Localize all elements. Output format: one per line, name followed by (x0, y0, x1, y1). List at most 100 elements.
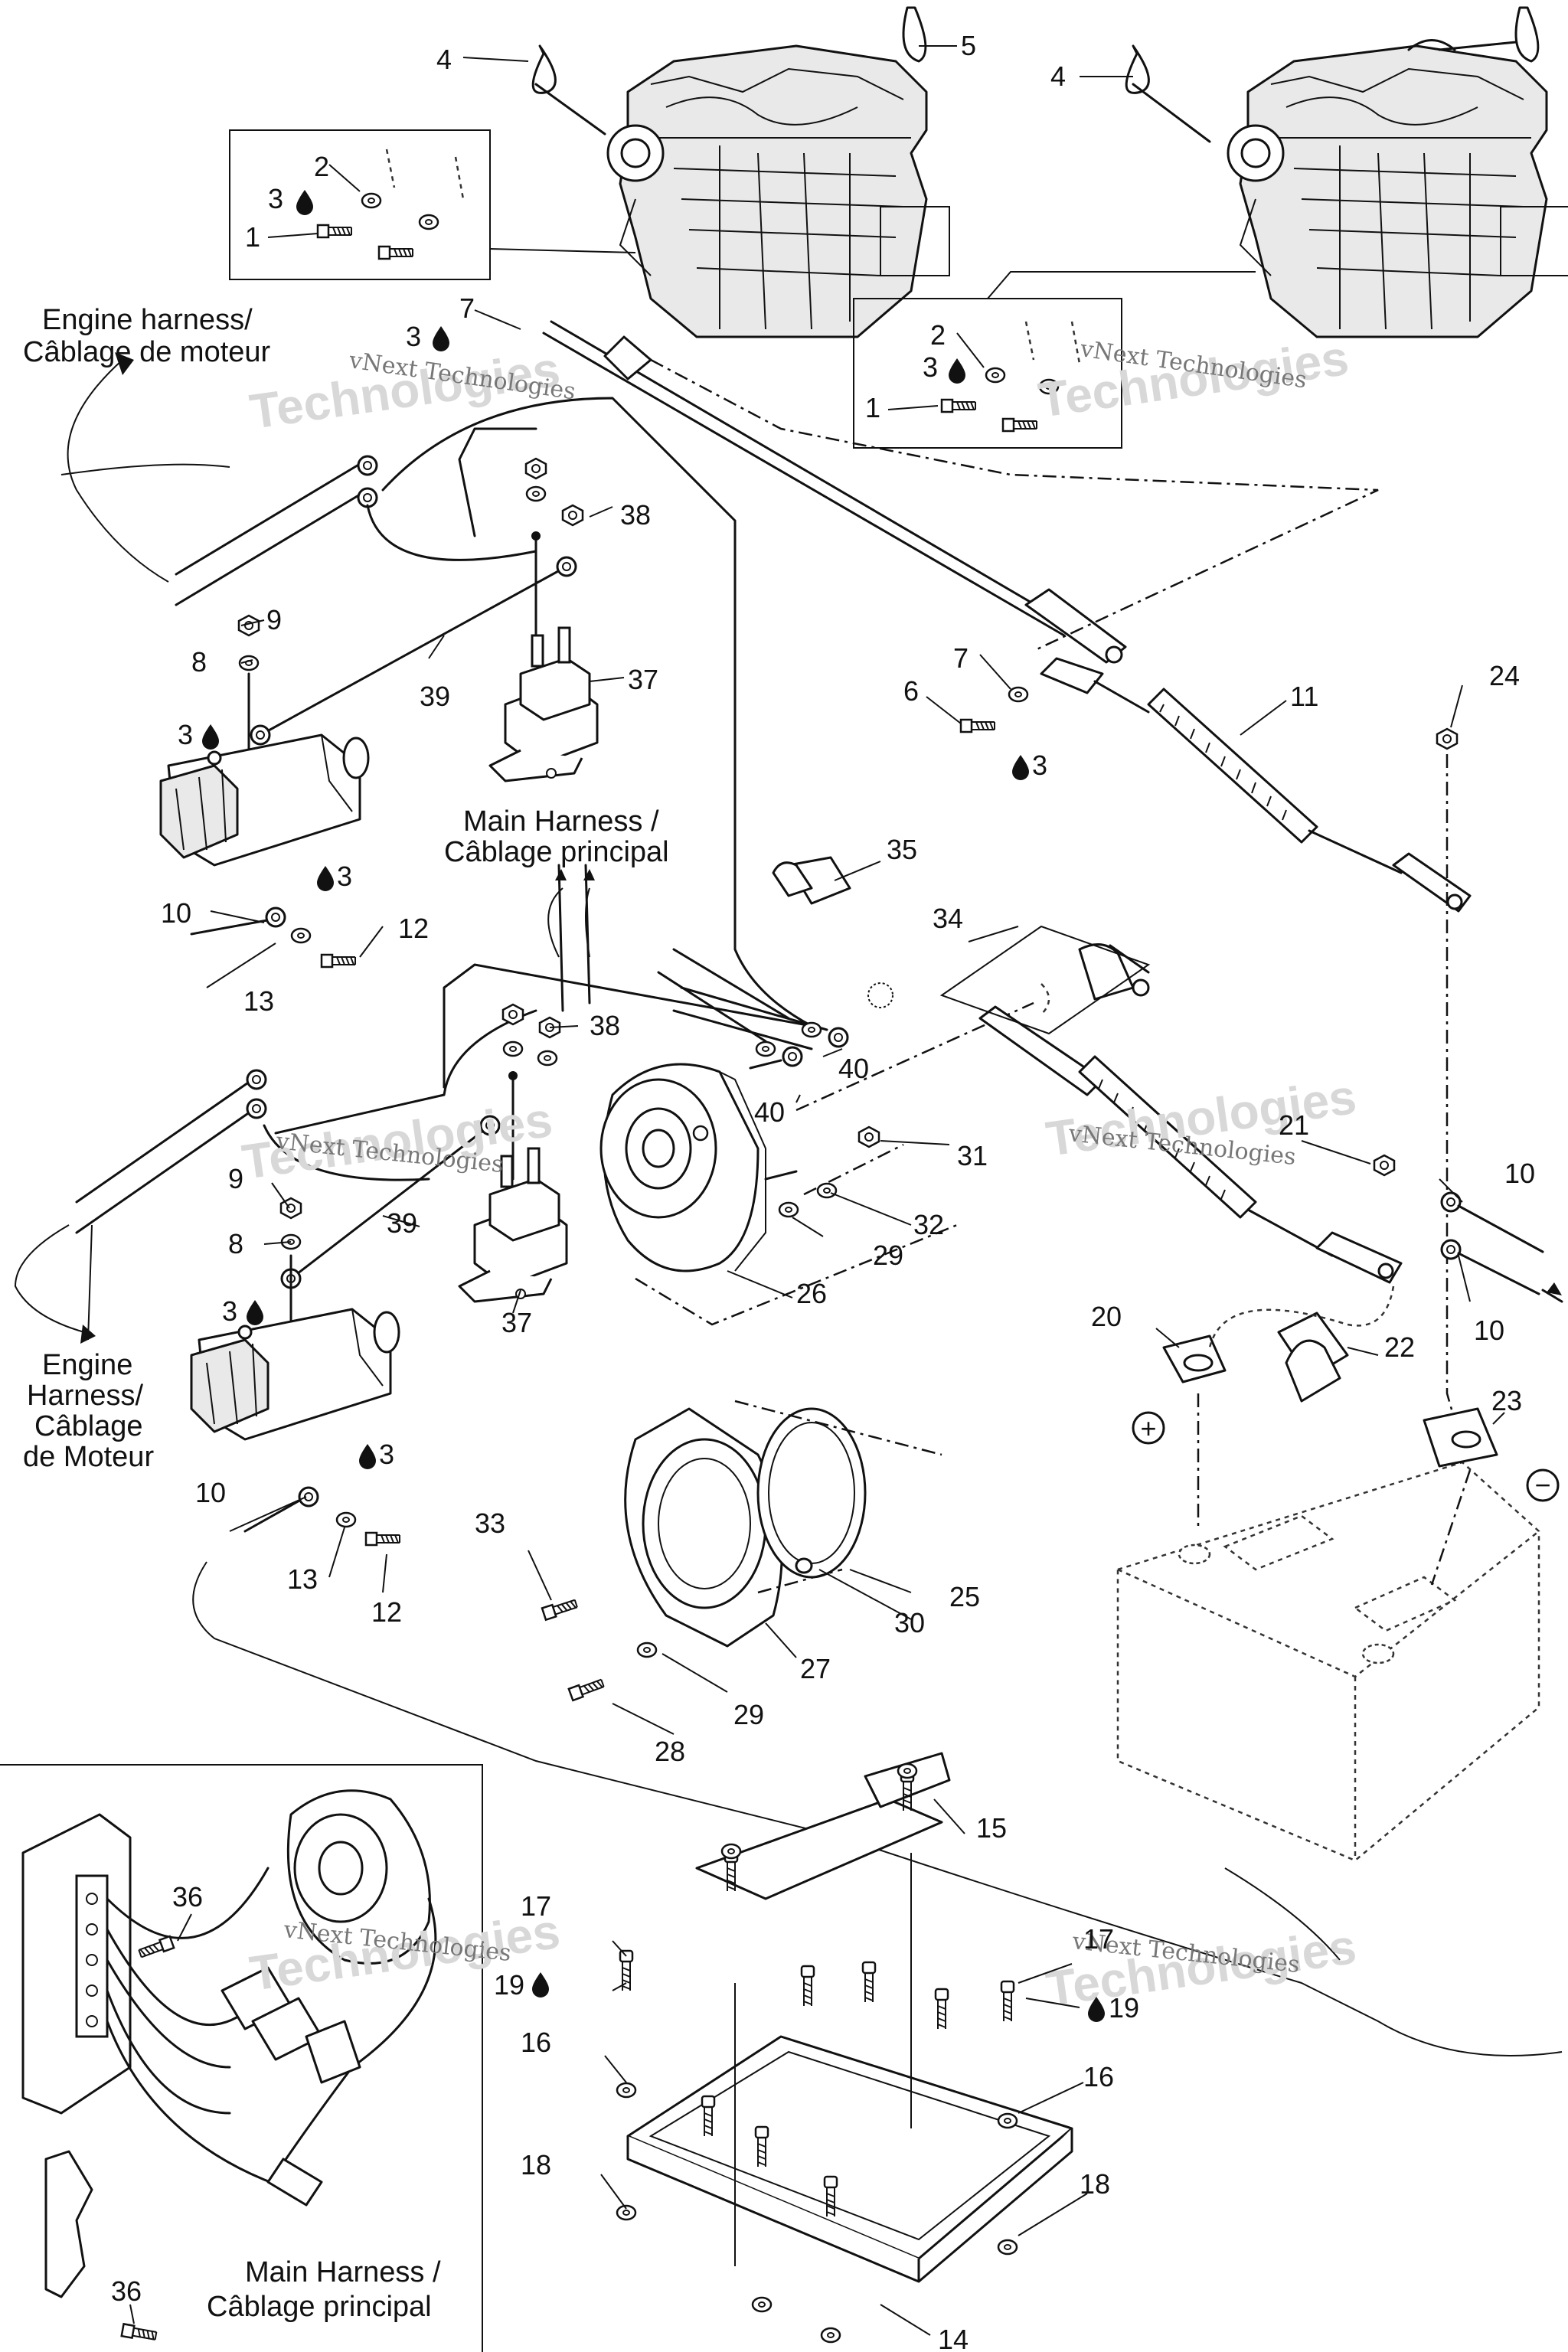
callout-39b: 39 (387, 1207, 417, 1239)
starter-system-upper (159, 397, 813, 1027)
callout-16b: 16 (1083, 2061, 1114, 2092)
callout-17a: 17 (521, 1890, 551, 1922)
callout-25: 25 (949, 1581, 980, 1612)
callout-32: 32 (913, 1209, 944, 1240)
callout-23: 23 (1491, 1385, 1522, 1416)
callout-8a: 8 (191, 646, 207, 678)
callout-36a: 36 (172, 1881, 203, 1913)
main-harness-label-mid-line1: Main Harness / (463, 805, 659, 838)
callout-numbers: 4 5 4 2 3 1 7 3 2 3 1 38 9 8 37 39 3 3 1… (111, 30, 1535, 2352)
battery-cable-34 (939, 925, 1403, 1348)
callout-10d: 10 (1474, 1315, 1504, 1346)
callout-3g: 3 (222, 1295, 237, 1327)
callout-1a: 1 (245, 221, 260, 253)
engine-harness-label-mid-line3: Câblage (34, 1410, 143, 1442)
cover-gaskets (541, 1400, 942, 1702)
callout-40b: 40 (754, 1096, 785, 1128)
callout-15: 15 (976, 1812, 1007, 1844)
callout-3h: 3 (379, 1439, 394, 1470)
ground-cable-top (542, 320, 1379, 664)
callout-29b: 29 (733, 1699, 764, 1730)
callout-19b: 19 (1109, 1992, 1139, 2024)
inset-connector-detail (0, 1764, 483, 2352)
battery-cable-11 (959, 657, 1472, 913)
callout-4b: 4 (1050, 60, 1066, 92)
engine-harness-label-top-line2: Câblage de moteur (23, 336, 271, 368)
callout-10c: 10 (1504, 1158, 1535, 1189)
engine-harness-label-top-line1: Engine harness/ (42, 304, 253, 336)
callout-3b: 3 (923, 351, 938, 383)
callout-10b: 10 (195, 1477, 226, 1508)
callout-3e: 3 (337, 861, 352, 892)
polarity-plus: + (1140, 1413, 1156, 1444)
engine-right (1227, 44, 1568, 338)
callout-14: 14 (938, 2324, 969, 2352)
callout-12b: 12 (371, 1596, 402, 1628)
callout-8b: 8 (228, 1228, 243, 1259)
engine-harness-arrows (14, 352, 595, 1344)
callout-3f: 3 (1032, 750, 1047, 781)
engine-harness-label-mid-line1: Engine (42, 1349, 132, 1381)
callout-35: 35 (887, 834, 917, 865)
callout-40a: 40 (838, 1053, 869, 1084)
engine-harness-label-mid-line2: Harness/ (27, 1380, 143, 1412)
battery (1116, 1461, 1540, 1862)
engine-left (606, 44, 951, 338)
callout-9b: 9 (228, 1163, 243, 1194)
callout-29a: 29 (873, 1240, 903, 1271)
callout-10a: 10 (161, 897, 191, 929)
callout-36b: 36 (111, 2275, 142, 2307)
callout-21: 21 (1279, 1109, 1309, 1141)
callout-13a: 13 (243, 985, 274, 1017)
callout-16a: 16 (521, 2027, 551, 2058)
battery-tray (616, 1752, 1073, 2344)
callout-38b: 38 (590, 1010, 620, 1041)
callout-4a: 4 (436, 44, 452, 75)
callout-24: 24 (1489, 660, 1520, 691)
engine-harness-label-mid-line4: de Moteur (23, 1441, 154, 1473)
main-harness-leads (557, 864, 893, 1067)
callout-3a: 3 (268, 183, 283, 214)
callout-18b: 18 (1080, 2168, 1110, 2200)
callout-11: 11 (1290, 681, 1318, 712)
callout-7b: 7 (953, 642, 969, 674)
callout-6: 6 (903, 675, 919, 707)
callout-3d: 3 (178, 719, 193, 750)
callout-28: 28 (655, 1736, 685, 1767)
callout-38a: 38 (620, 499, 651, 531)
callout-34: 34 (933, 903, 963, 934)
callout-7a: 7 (459, 292, 475, 324)
text-labels: Engine harness/ Câblage de moteur Main H… (23, 304, 669, 2323)
callout-2a: 2 (314, 151, 329, 182)
wiring-loop (60, 463, 1563, 2056)
polarity-marks: + − (1132, 1411, 1560, 1502)
callout-37b: 37 (501, 1307, 532, 1338)
callout-3c: 3 (406, 321, 421, 352)
starter-system-lower (75, 948, 813, 1547)
leader-lines (129, 45, 1505, 2336)
main-harness-label-mid-line2: Câblage principal (444, 836, 669, 868)
callout-33: 33 (475, 1508, 505, 1539)
callout-39a: 39 (420, 681, 450, 712)
ground-leads-10 (1440, 1191, 1563, 1303)
callout-27: 27 (800, 1653, 831, 1684)
callout-31: 31 (957, 1140, 988, 1171)
callout-37a: 37 (628, 664, 658, 695)
main-harness-label-inset-line2: Câblage principal (207, 2291, 432, 2323)
polarity-minus: − (1534, 1469, 1550, 1501)
callout-5: 5 (961, 30, 976, 61)
callout-2b: 2 (930, 319, 946, 351)
callout-19a: 19 (494, 1969, 524, 2001)
callout-20: 20 (1091, 1301, 1122, 1332)
callout-9a: 9 (266, 604, 282, 635)
main-harness-label-inset-line1: Main Harness / (245, 2256, 441, 2288)
callout-18a: 18 (521, 2149, 551, 2180)
magneto-26 (599, 1001, 1034, 1326)
callout-13b: 13 (287, 1563, 318, 1595)
mount-hardware-box-left (229, 129, 636, 280)
callout-17b: 17 (1083, 1923, 1114, 1955)
callout-22: 22 (1384, 1331, 1415, 1363)
mount-hardware-box-right (853, 271, 1256, 449)
callout-30: 30 (894, 1607, 925, 1638)
callout-26: 26 (796, 1278, 827, 1309)
